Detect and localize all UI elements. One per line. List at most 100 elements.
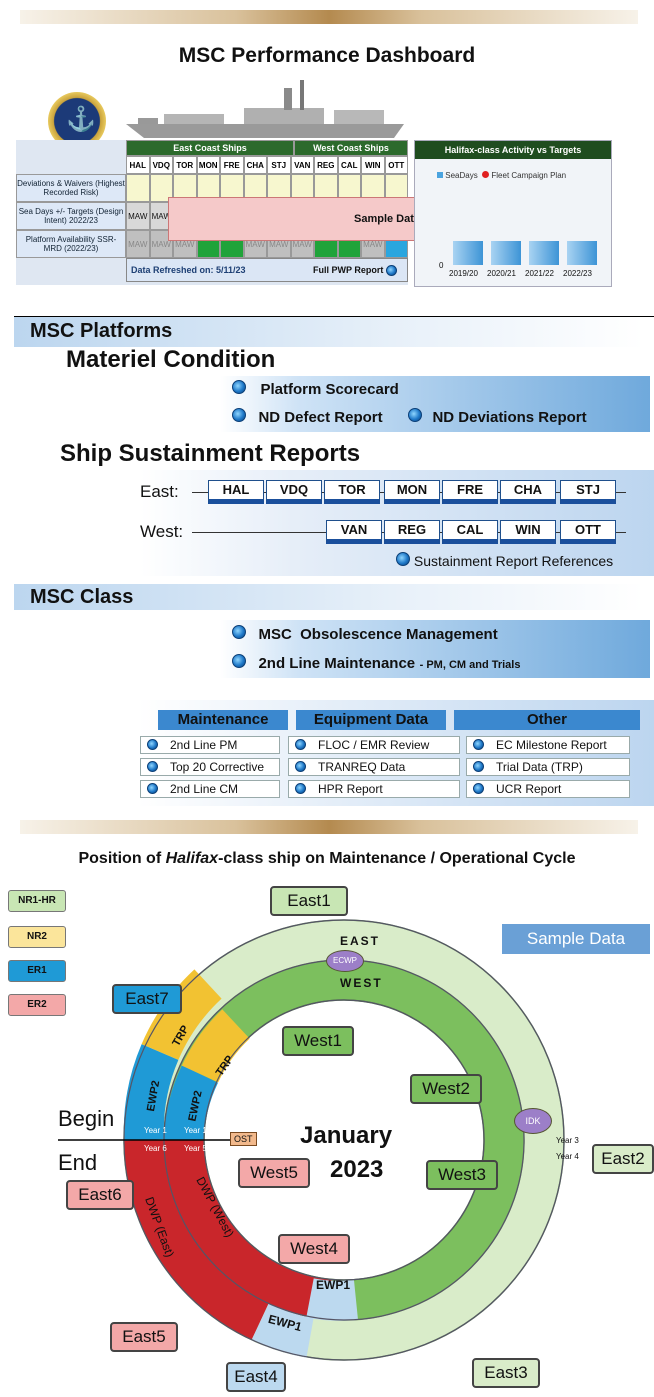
legend-er1: ER1 [8,960,66,982]
trp-east-arc [141,969,222,1061]
row-label-deviations: Deviations & Waivers (Highest Recorded R… [16,174,126,202]
year5-west-label: Year 5 [184,1144,207,1153]
west-ship-ott-button[interactable]: OTT [560,520,616,544]
ship-sustainment-heading: Ship Sustainment Reports [60,440,361,467]
chart-bar [453,241,483,265]
report-link-other[interactable]: Trial Data (TRP) [466,758,630,776]
msc-class-heading: MSC Class [30,586,134,608]
east-ship-hal-button[interactable]: HAL [208,480,264,504]
report-link-equipment[interactable]: TRANREQ Data [288,758,460,776]
report-bullet-icon [147,783,158,794]
callout-west3: West3 [426,1160,498,1190]
year4-east-label: Year 4 [556,1152,579,1161]
report-link-equipment[interactable]: HPR Report [288,780,460,798]
dwp-west-arc [163,1139,333,1320]
ship-col-vdq: VDQ [149,156,173,174]
grid-footer: Data Refreshed on: 5/11/23 Full PWP Repo… [126,258,408,282]
ewp1-west-label: EWP1 [316,1278,351,1292]
ship-silhouette-icon [126,80,404,138]
callout-east7: East7 [112,984,182,1014]
end-label: End [58,1150,98,1175]
west-ship-reg-button[interactable]: REG [384,520,440,544]
section-band [14,317,644,347]
west-ship-win-button[interactable]: WIN [500,520,556,544]
report-link-maintenance[interactable]: 2nd Line PM [140,736,280,754]
full-pwp-report-link[interactable]: Full PWP Report [313,265,397,277]
tab-other[interactable]: Other [454,710,640,730]
ship-col-mon: MON [196,156,220,174]
sustainment-references-link[interactable]: Sustainment Report References [396,552,613,569]
callout-west2: West2 [410,1074,482,1104]
second-line-maintenance-link[interactable]: 2nd Line Maintenance - PM, CM and Trials [232,654,520,673]
report-bullet-icon [295,761,306,772]
chart-x-tick: 2021/22 [525,269,554,278]
second-line-band [220,648,650,678]
second-line-bullet-icon [232,654,246,668]
report-link-maintenance[interactable]: Top 20 Corrective [140,758,280,776]
cell-deviations [149,174,173,202]
decorative-gold-bar [20,10,638,24]
defect-bullet-icon [232,408,246,422]
east-ship-vdq-button[interactable]: VDQ [266,480,322,504]
east-ship-tor-button[interactable]: TOR [324,480,380,504]
year6-east-label: Year 6 [144,1144,167,1153]
callout-east3: East3 [472,1358,540,1388]
nd-defect-report-link[interactable]: ND Defect Report [232,408,383,427]
report-link-equipment[interactable]: FLOC / EMR Review [288,736,460,754]
defect-band [220,404,650,432]
report-bullet-icon [473,783,484,794]
cycle-title: Position of Halifax-class ship on Mainte… [78,850,576,867]
decorative-gold-bar-2 [20,820,638,834]
callout-west5: West5 [238,1158,310,1188]
east-coast-header: East Coast Ships [126,140,294,156]
year1-east-label: Year 1 [144,1126,167,1135]
tab-maintenance[interactable]: Maintenance [158,710,288,730]
west-label: West: [140,522,184,541]
deviations-bullet-icon [408,408,422,422]
chart-bar [529,241,559,265]
west-ship-cal-button[interactable]: CAL [442,520,498,544]
platform-scorecard-link[interactable]: Platform Scorecard [232,380,399,399]
cell-seadays: MAW [149,202,173,230]
tab-equipment-data[interactable]: Equipment Data [296,710,446,730]
ship-col-van: VAN [290,156,314,174]
year3-east-label: Year 3 [556,1136,579,1145]
callout-east1: East1 [270,886,348,916]
west-ship-van-button[interactable]: VAN [326,520,382,544]
callout-east4: East4 [226,1362,286,1392]
callout-east5: East5 [110,1322,178,1352]
callout-west4: West4 [278,1234,350,1264]
msc-platforms-heading: MSC Platforms [30,320,173,342]
activity-chart: Halifax-class Activity vs Targets SeaDay… [414,140,612,287]
ship-col-hal: HAL [126,156,150,174]
callout-east6: East6 [66,1180,134,1210]
east-ship-fre-button[interactable]: FRE [442,480,498,504]
east-ship-cha-button[interactable]: CHA [500,480,556,504]
east-ship-mon-button[interactable]: MON [384,480,440,504]
ship-col-tor: TOR [173,156,197,174]
row-label-availability: Platform Availability SSR-MRD (2022/23) [16,230,126,258]
east-ring-label: EAST [340,934,381,948]
ship-col-ott: OTT [384,156,408,174]
begin-label: Begin [58,1106,115,1131]
legend-nr1-hr: NR1-HR [8,890,66,912]
east-ship-stj-button[interactable]: STJ [560,480,616,504]
report-link-other[interactable]: EC Milestone Report [466,736,630,754]
obsolescence-link[interactable]: MSC Obsolescence Management [232,625,498,644]
legend-er2: ER2 [8,994,66,1016]
nd-deviations-report-link[interactable]: ND Deviations Report [408,408,587,427]
ship-col-stj: STJ [267,156,291,174]
dwp-east-arc [123,1139,269,1341]
report-bullet-icon [473,761,484,772]
scorecard-band [220,376,650,404]
report-link-other[interactable]: UCR Report [466,780,630,798]
report-bullet-icon [385,265,397,277]
seadays-legend-label: SeaDays [445,171,478,180]
campaign-legend-swatch [482,171,490,178]
cycle-month: January [300,1122,393,1149]
references-bullet-icon [396,552,410,566]
west-ring-label: WEST [340,976,383,990]
chart-legend: SeaDays Fleet Campaign Plan [437,171,566,180]
class-band [14,584,644,610]
report-link-maintenance[interactable]: 2nd Line CM [140,780,280,798]
